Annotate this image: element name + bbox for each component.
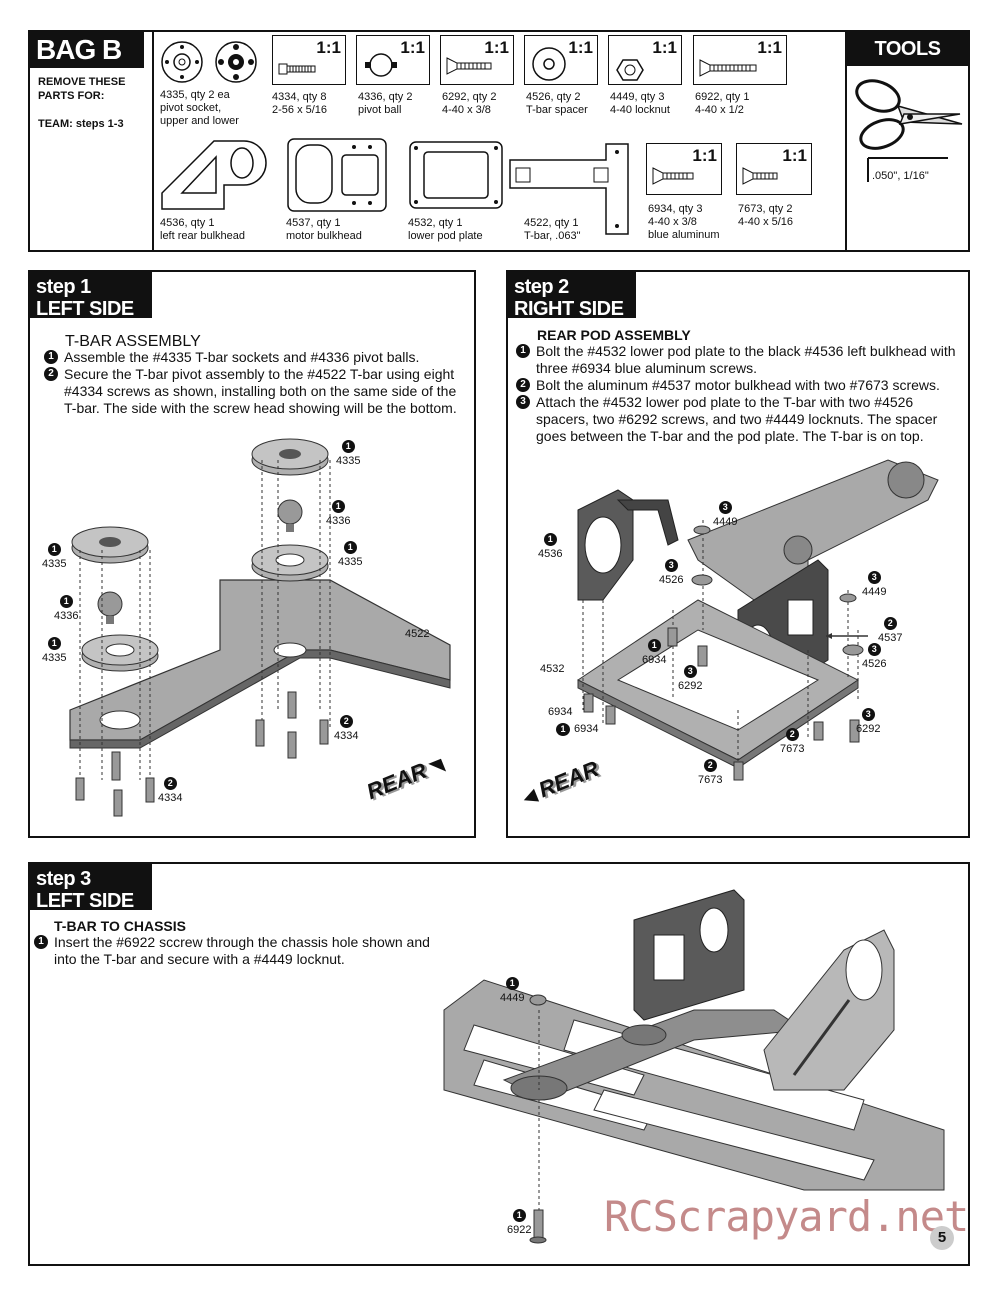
t-bar-icon	[509, 143, 629, 235]
part-4449-box: 1:1	[608, 35, 682, 85]
motor-bulkhead-icon	[287, 138, 387, 212]
part-7673-box: 1:1	[736, 143, 812, 195]
part-4334-box: 1:1	[272, 35, 346, 85]
bag-divider	[152, 30, 154, 252]
remove-parts-label: REMOVE THESE PARTS FOR:	[38, 76, 126, 102]
part-4526-box: 1:1	[524, 35, 598, 85]
step1-t-bar-diagram	[69, 438, 451, 817]
part-4336-box: 1:1	[356, 35, 430, 85]
pivot-ball-icon	[365, 53, 397, 77]
part-6934-box: 1:1	[646, 143, 722, 195]
pod-plate-label: 4532	[540, 663, 565, 675]
t-bar-label: 4522	[405, 628, 430, 640]
team-steps-label: TEAM: steps 1-3	[38, 118, 124, 130]
left-rear-bulkhead-icon	[161, 140, 267, 210]
screw-icon	[278, 63, 316, 75]
bag-title: BAG B	[30, 32, 144, 68]
scissors-icon	[855, 79, 963, 150]
step3-chassis-diagram	[443, 889, 945, 1244]
step1-title: T-BAR ASSEMBLY	[65, 333, 201, 350]
flat-screw-icon	[446, 57, 492, 75]
tools-title: TOOLS USED	[847, 32, 968, 94]
step3-title: T-BAR TO CHASSIS	[54, 918, 186, 934]
screw-6934-label: 6934	[548, 706, 573, 718]
lower-pod-plate-icon	[409, 141, 503, 209]
flat-screw-long-icon	[699, 59, 757, 77]
step2-title: REAR POD ASSEMBLY	[537, 327, 691, 343]
watermark: RCScrapyard.net	[604, 1192, 969, 1241]
hex-wrench-icon	[867, 157, 948, 182]
spacer-icon	[532, 47, 566, 81]
locknut-icon	[616, 59, 644, 81]
page-number: 5	[930, 1226, 954, 1250]
hex-wrench-label: .050", 1/16"	[872, 170, 929, 182]
flat-screw-small-icon	[742, 167, 778, 185]
part-6292-box: 1:1	[440, 35, 514, 85]
pivot-socket-icon	[161, 41, 257, 83]
step2-rear-pod-diagram	[577, 459, 939, 781]
part-6922-box: 1:1	[693, 35, 787, 85]
tools-divider	[845, 30, 847, 252]
flat-screw-short-icon	[652, 167, 694, 185]
